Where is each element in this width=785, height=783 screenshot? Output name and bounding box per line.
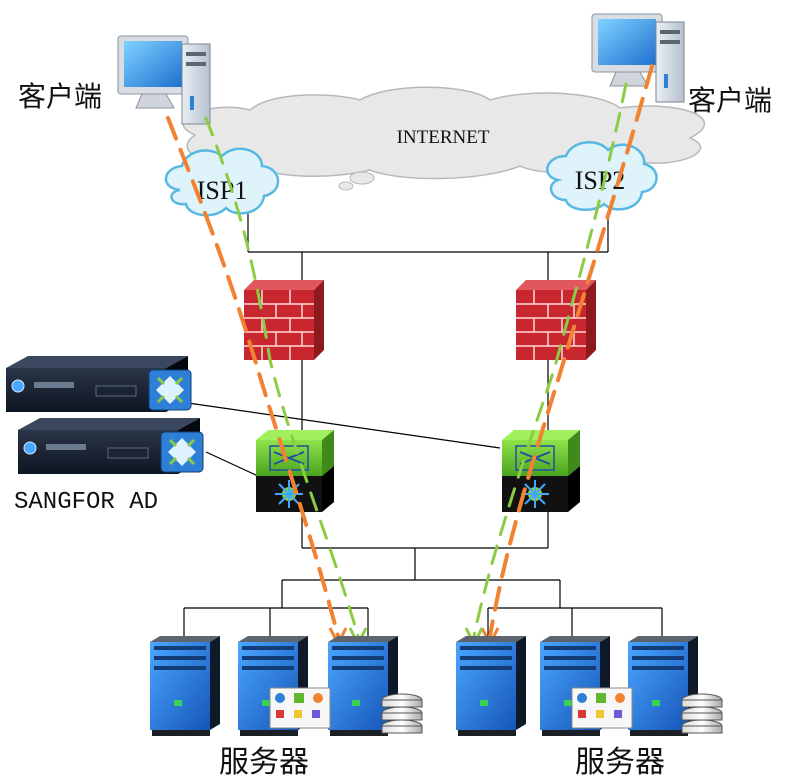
tower-server-icon [150,636,220,736]
client-right-label: 客户端 [688,84,772,117]
client-left-label: 客户端 [18,80,102,113]
database-stack-icon [681,693,723,734]
tower-server-icon [328,636,398,736]
desktop-computer-icon [117,35,211,125]
internet-label: INTERNET [397,127,490,148]
layer3-switch-icon [501,429,581,513]
wiring [183,212,663,640]
firewall-icon [243,279,325,361]
tower-server-icon [628,636,698,736]
device-label: SANGFOR AD [14,489,158,516]
desktop-computer-icon [591,13,685,103]
application-window-icon [571,687,633,729]
isp2-cloud-icon [546,141,658,212]
load-balancer-appliance-icon [16,416,205,476]
firewall-icon [515,279,597,361]
servers-left-label: 服务器 [219,745,309,780]
database-stack-icon [381,693,423,734]
application-window-icon [269,687,331,729]
load-balancer-appliance-icon [4,354,193,414]
isp1-label: ISP1 [197,176,248,205]
tower-server-icon [456,636,526,736]
servers-right-label: 服务器 [575,745,665,780]
